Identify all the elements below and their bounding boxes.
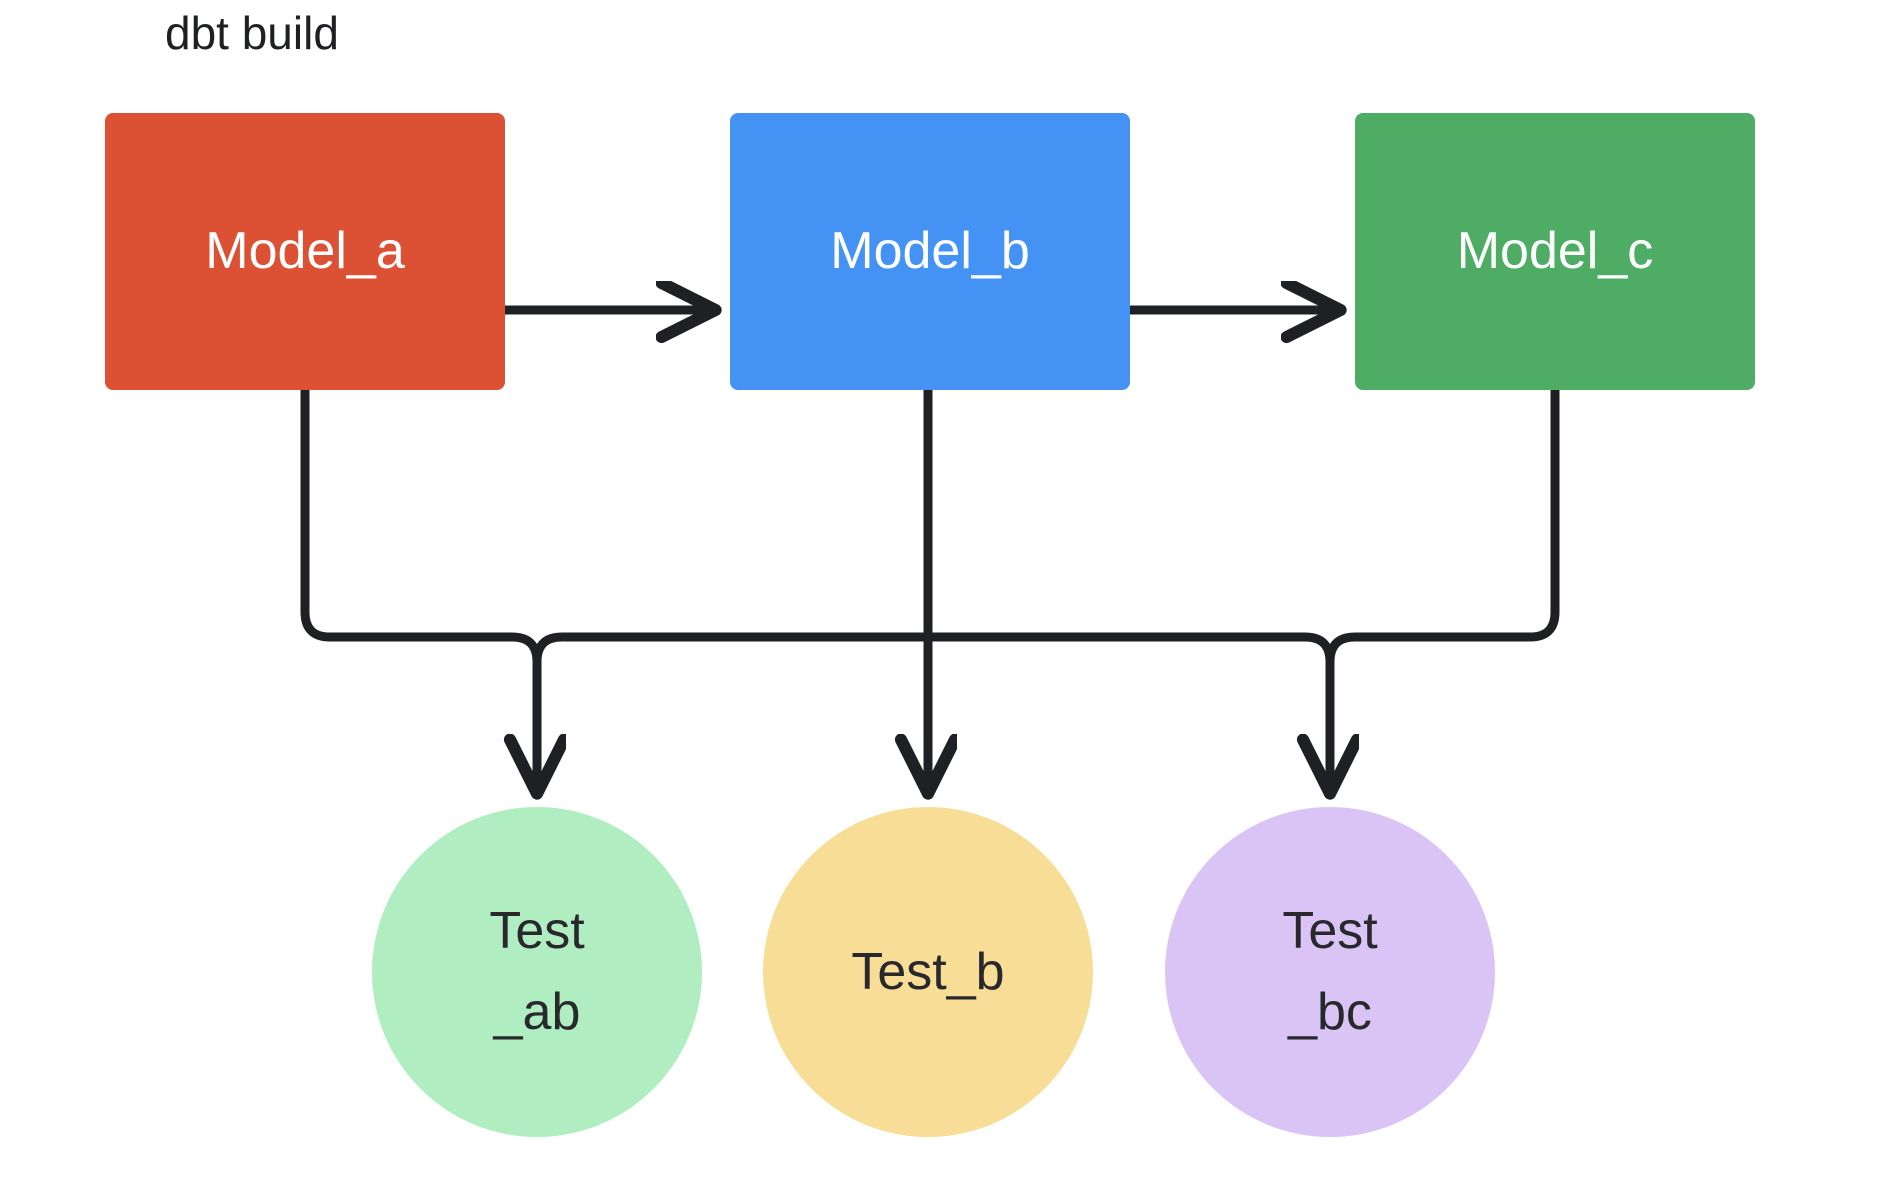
- node-test-bc[interactable]: Test _bc: [1165, 807, 1495, 1137]
- node-model-c[interactable]: Model_c: [1355, 113, 1755, 390]
- node-model-c-label: Model_c: [1456, 221, 1654, 280]
- node-test-b[interactable]: Test_b: [763, 807, 1093, 1137]
- node-test-ab-label: Test _ab: [489, 902, 585, 1041]
- edge-model-c-to-test-bc: [1325, 390, 1560, 700]
- node-model-b-label: Model_b: [830, 221, 1030, 280]
- node-test-b-label: Test_b: [851, 942, 1005, 1001]
- node-test-ab[interactable]: Test _ab: [372, 807, 702, 1137]
- edge-model-b-to-test-bc: [928, 632, 1330, 790]
- node-model-a[interactable]: Model_a: [105, 113, 505, 390]
- edge-model-b-to-test-ab: [532, 632, 928, 700]
- node-model-a-label: Model_a: [205, 221, 405, 280]
- node-model-b[interactable]: Model_b: [730, 113, 1130, 390]
- diagram-title: dbt build: [165, 7, 339, 59]
- node-test-bc-label: Test _bc: [1282, 902, 1378, 1041]
- edge-model-a-to-test-ab: [300, 390, 537, 790]
